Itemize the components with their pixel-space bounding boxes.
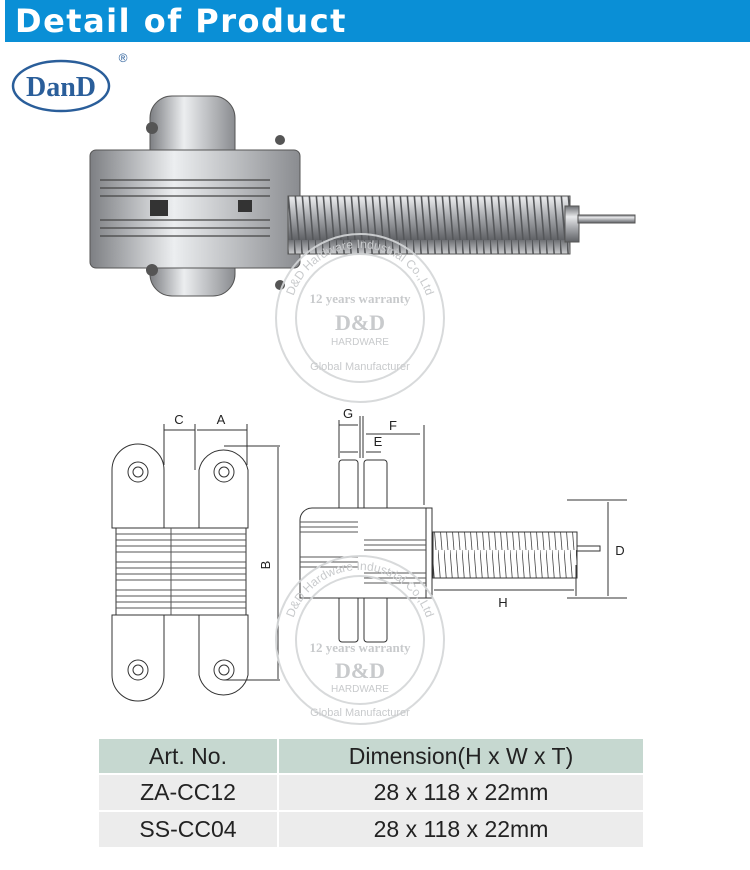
header-art-no: Art. No. [97, 737, 279, 775]
spec-table: Art. No. Dimension(H x W x T) ZA-CC12 28… [97, 737, 645, 849]
registered-mark: ® [119, 51, 128, 65]
watermark-sub-2: HARDWARE [331, 684, 389, 695]
dim-label-h: H [498, 595, 507, 610]
dim-label-f: F [389, 418, 397, 433]
watermark-tagline-2: Global Manufacturer [310, 707, 410, 719]
logo-text: DanD [26, 72, 96, 103]
header-banner: Detail of Product [5, 0, 750, 42]
watermark-bottom [275, 555, 445, 725]
svg-text:D&D Hardware Industrial Co.,Lt: D&D Hardware Industrial Co.,Ltd [283, 559, 437, 619]
dim-label-d: D [615, 543, 624, 558]
watermark-brand: D&D [335, 310, 385, 335]
dim-label-b: B [258, 561, 273, 570]
dim-label-a: A [217, 412, 226, 427]
header-dimension: Dimension(H x W x T) [277, 737, 645, 775]
watermark-brand-2: D&D [335, 658, 385, 683]
dim-label-e: E [374, 434, 383, 449]
front-view-drawing [111, 424, 280, 702]
table-header-row: Art. No. Dimension(H x W x T) [97, 737, 645, 775]
page-title: Detail of Product [15, 2, 347, 40]
watermark-top [275, 233, 445, 403]
watermark-tagline: Global Manufacturer [310, 361, 410, 373]
cell-art-no: ZA-CC12 [97, 773, 279, 812]
side-view-drawing [299, 416, 627, 643]
dim-label-c: C [174, 412, 183, 427]
dim-label-g: G [343, 406, 353, 421]
table-row: SS-CC04 28 x 118 x 22mm [97, 810, 645, 849]
svg-text:D&D Hardware Industrial Co.,Lt: D&D Hardware Industrial Co.,Ltd [283, 237, 437, 297]
table-row: ZA-CC12 28 x 118 x 22mm [97, 773, 645, 812]
cell-art-no: SS-CC04 [97, 810, 279, 849]
hinge-photo [89, 95, 636, 297]
watermark-ring-text-2: D&D Hardware Industrial Co.,Ltd [283, 559, 437, 619]
brand-logo: DanD ® [11, 48, 131, 123]
cell-dimension: 28 x 118 x 22mm [277, 773, 645, 812]
watermark-ring-text: D&D Hardware Industrial Co.,Ltd [283, 237, 437, 297]
watermark-warranty-2: 12 years warranty [309, 640, 411, 655]
watermark-warranty: 12 years warranty [309, 291, 411, 306]
cell-dimension: 28 x 118 x 22mm [277, 810, 645, 849]
watermark-sub: HARDWARE [331, 337, 389, 348]
